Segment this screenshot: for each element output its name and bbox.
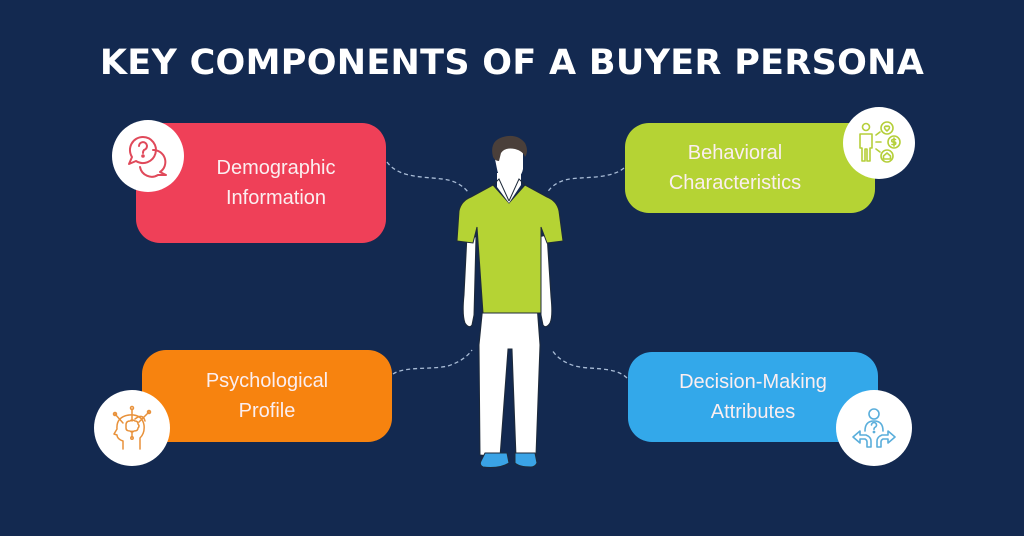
connector-psychological — [392, 349, 473, 375]
person-preferences-icon — [859, 121, 901, 163]
persona-figure — [456, 135, 564, 468]
connector-demographic — [386, 161, 469, 193]
person-crossroads-icon — [852, 408, 896, 448]
card-label: Decision-Making Attributes — [679, 371, 827, 423]
connector-decision — [551, 349, 628, 379]
badge-demographic — [112, 120, 184, 192]
badge-psychological — [94, 390, 170, 466]
card-psychological-profile: Psychological Profile — [142, 350, 392, 442]
page-title: KEY COMPONENTS OF A BUYER PERSONA — [99, 43, 925, 83]
card-label: Demographic Information — [216, 157, 336, 209]
head-brain-network-icon — [112, 405, 152, 450]
card-decision-making-attributes: Decision-Making Attributes — [628, 352, 878, 442]
connector-behavioral — [546, 167, 625, 194]
badge-behavioral — [843, 107, 915, 179]
card-behavioral-characteristics: Behavioral Characteristics — [625, 123, 875, 213]
chat-question-icon — [128, 135, 167, 178]
badge-decision-making — [836, 390, 912, 466]
card-label: Behavioral Characteristics — [668, 142, 802, 194]
card-label: Psychological Profile — [205, 370, 329, 422]
